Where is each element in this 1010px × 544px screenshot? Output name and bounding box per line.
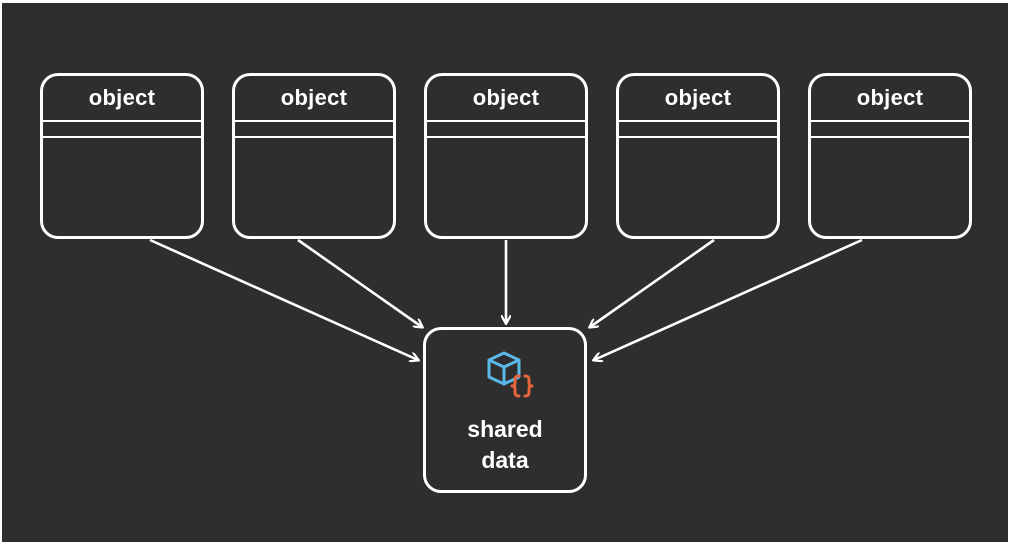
object-box-1: object <box>40 73 204 239</box>
cube-with-braces-icon <box>487 351 534 398</box>
object-title-1: object <box>88 85 156 110</box>
object-divider <box>43 120 201 122</box>
object-divider <box>427 120 585 122</box>
arrow-object-2 <box>297 238 422 327</box>
object-divider <box>43 136 201 138</box>
arrow-object-1 <box>149 238 418 360</box>
object-divider <box>811 136 969 138</box>
object-divider <box>811 120 969 122</box>
arrow-object-5 <box>594 238 863 360</box>
object-divider <box>427 136 585 138</box>
shared-label-line-2: data <box>481 447 529 473</box>
object-title-5: object <box>856 85 924 110</box>
shared-data-label: shared data <box>426 414 584 476</box>
object-title-4: object <box>664 85 732 110</box>
object-box-2: object <box>232 73 396 239</box>
object-divider <box>235 136 393 138</box>
object-box-4: object <box>616 73 780 239</box>
shared-label-line-1: shared <box>467 416 543 442</box>
object-divider <box>619 136 777 138</box>
object-box-3: object <box>424 73 588 239</box>
object-divider <box>619 120 777 122</box>
object-box-5: object <box>808 73 972 239</box>
arrow-object-4 <box>590 238 715 327</box>
shared-data-box: shared data <box>423 327 587 493</box>
object-divider <box>235 120 393 122</box>
object-title-2: object <box>280 85 348 110</box>
object-title-3: object <box>472 85 540 110</box>
